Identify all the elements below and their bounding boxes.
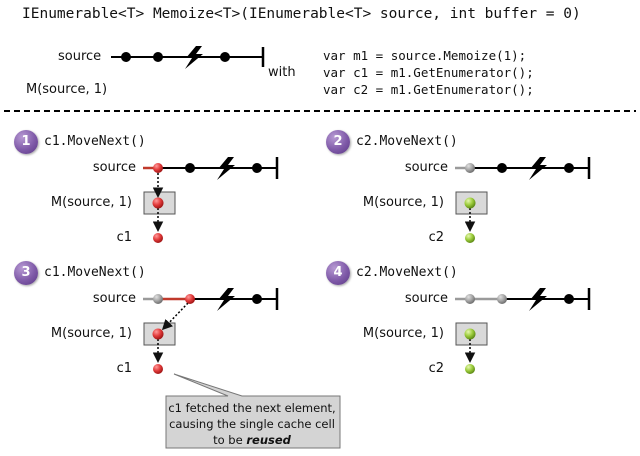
- sequence-element-consumed: [185, 294, 195, 304]
- error-bolt-icon: [217, 157, 235, 180]
- step-1-memo-label: M(source, 1): [50, 195, 132, 210]
- callout-text: c1 fetched the next element, causing the…: [167, 400, 337, 448]
- code-line-1: var m1 = source.Memoize(1);: [323, 48, 527, 63]
- step-4-source-label: source: [404, 291, 448, 306]
- step-4-consumer-label: c2: [428, 361, 444, 376]
- step-1-source-label: source: [92, 160, 136, 175]
- cached-element: [152, 197, 164, 209]
- step-3-consumer-label: c1: [116, 361, 132, 376]
- callout-bubble: [165, 373, 341, 449]
- sequence-element: [252, 163, 262, 173]
- sequence-element: [564, 294, 574, 304]
- cached-element: [152, 328, 164, 340]
- sequence-element: [252, 294, 262, 304]
- consumer-element: [153, 233, 163, 243]
- step-2-consumer-label: c2: [428, 230, 444, 245]
- cached-element: [464, 328, 476, 340]
- error-bolt-icon: [529, 288, 547, 311]
- header-source-label: source: [58, 49, 102, 64]
- step-4-call: c2.MoveNext(): [356, 265, 458, 280]
- step-3-source-label: source: [92, 291, 136, 306]
- step-4-memo-label: M(source, 1): [362, 326, 444, 341]
- cached-element: [464, 197, 476, 209]
- sequence-element: [185, 163, 195, 173]
- sequence-element-consumed: [153, 294, 163, 304]
- step-1-graphic: [143, 157, 279, 243]
- signature-title: IEnumerable<T> Memoize<T>(IEnumerable<T>…: [22, 6, 581, 22]
- step-2-call: c2.MoveNext(): [356, 134, 458, 149]
- step-3-memo-label: M(source, 1): [50, 326, 132, 341]
- consumer-element: [465, 364, 475, 374]
- consumer-element: [465, 233, 475, 243]
- sequence-element: [121, 52, 131, 62]
- header-source-sequence: [111, 46, 265, 69]
- step-4-graphic: [455, 288, 591, 374]
- step-2-badge: 2: [326, 130, 350, 154]
- sequence-element-consumed: [465, 163, 475, 173]
- sequence-element: [153, 52, 163, 62]
- header-with-label: with: [268, 65, 296, 80]
- step-2-memo-label: M(source, 1): [362, 195, 444, 210]
- sequence-element-consumed: [465, 294, 475, 304]
- callout-text-emphasis: reused: [246, 433, 291, 447]
- step-3-badge: 3: [14, 261, 38, 285]
- code-line-2: var c1 = m1.GetEnumerator();: [323, 65, 534, 80]
- header-memo-label: M(source, 1): [26, 82, 108, 97]
- sequence-element: [497, 163, 507, 173]
- step-3-graphic: [143, 288, 279, 374]
- step-1-badge: 1: [14, 130, 38, 154]
- error-bolt-icon: [185, 46, 203, 69]
- step-2-source-label: source: [404, 160, 448, 175]
- step-2-graphic: [455, 157, 591, 243]
- step-4-badge: 4: [326, 261, 350, 285]
- sequence-element-consumed: [153, 163, 163, 173]
- sequence-element-consumed: [497, 294, 507, 304]
- step-1-call: c1.MoveNext(): [44, 134, 146, 149]
- step-3-call: c1.MoveNext(): [44, 265, 146, 280]
- code-line-3: var c2 = m1.GetEnumerator();: [323, 82, 534, 97]
- error-bolt-icon: [529, 157, 547, 180]
- callout-text-plain: c1 fetched the next element, causing the…: [168, 401, 336, 447]
- sequence-element: [564, 163, 574, 173]
- sequence-element: [220, 52, 230, 62]
- error-bolt-icon: [217, 288, 235, 311]
- consumer-element: [153, 364, 163, 374]
- step-1-consumer-label: c1: [116, 230, 132, 245]
